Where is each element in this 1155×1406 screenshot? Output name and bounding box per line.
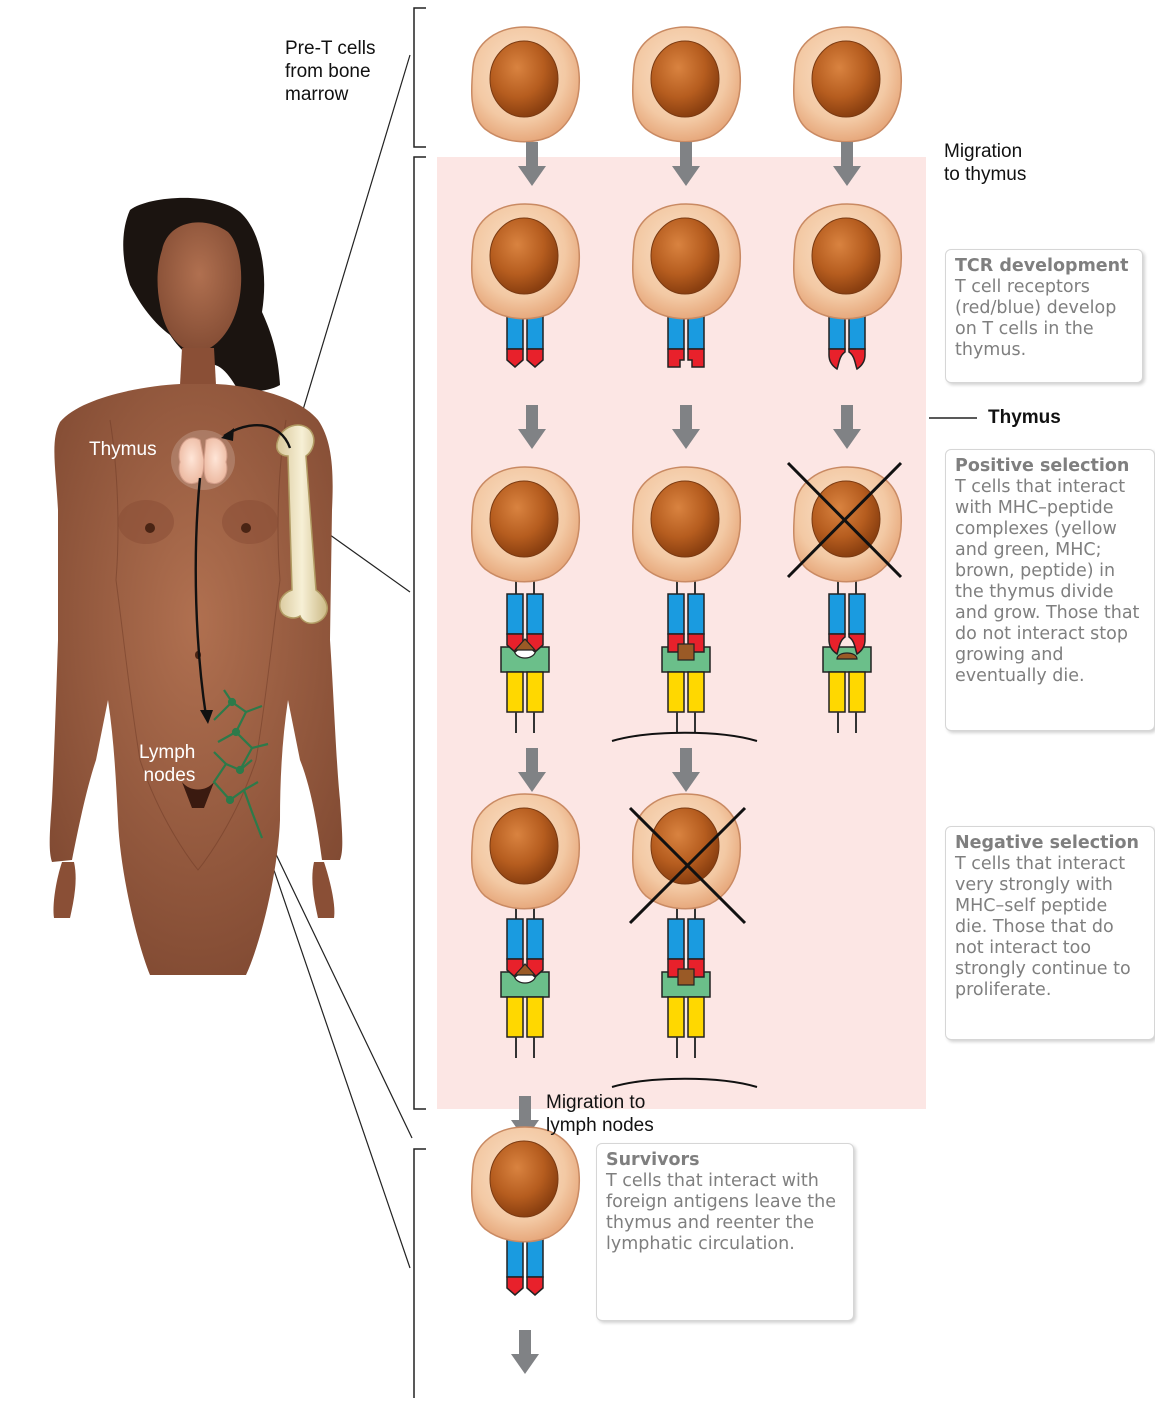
tcr-cell-2-body <box>633 204 741 319</box>
negative-cell-2 <box>633 794 741 909</box>
arrow-survivor <box>511 1330 539 1374</box>
positive-selection-box: Positive selection T cells that interact… <box>945 449 1155 731</box>
negative-cell-1 <box>472 794 580 909</box>
tcr-development-text: T cell receptors (red/blue) develop on T… <box>955 277 1133 361</box>
pre-t-cell-2 <box>633 27 741 142</box>
negative-selection-text: T cells that interact very strongly with… <box>955 854 1145 1001</box>
negative-selection-title: Negative selection <box>955 833 1145 854</box>
survivors-box: Survivors T cells that interact with for… <box>596 1143 854 1321</box>
survivor-cell <box>472 1127 580 1242</box>
pre-t-cell-1 <box>472 27 580 142</box>
label-thymus-body: Thymus <box>89 438 157 461</box>
tcr-cell-1-body <box>472 204 580 319</box>
positive-selection-text: T cells that interact with MHC–peptide c… <box>955 477 1145 687</box>
positive-selection-title: Positive selection <box>955 456 1145 477</box>
pre-t-cell-3 <box>794 27 902 142</box>
label-lymph-nodes: Lymph nodes <box>139 741 195 787</box>
label-thymus-side: Thymus <box>988 406 1061 429</box>
label-migration-to-lymph: Migration to lymph nodes <box>546 1091 654 1137</box>
label-migration-to-thymus: Migration to thymus <box>944 140 1026 186</box>
bracket-thymus <box>414 157 426 1109</box>
positive-cell-1 <box>472 467 580 582</box>
survivors-text: T cells that interact with foreign antig… <box>606 1171 844 1255</box>
tcr-development-title: TCR development <box>955 256 1133 277</box>
label-pre-t-cells: Pre-T cells from bone marrow <box>285 37 375 106</box>
tcr-development-box: TCR development T cell receptors (red/bl… <box>945 249 1143 383</box>
bracket-pre-t <box>414 8 426 147</box>
bracket-lymph <box>414 1149 426 1398</box>
zoom-line-bone-top <box>296 55 410 433</box>
negative-selection-box: Negative selection T cells that interact… <box>945 826 1155 1040</box>
tcr-cell-3-body <box>794 204 902 319</box>
positive-cell-2 <box>633 467 741 582</box>
survivors-title: Survivors <box>606 1150 844 1171</box>
